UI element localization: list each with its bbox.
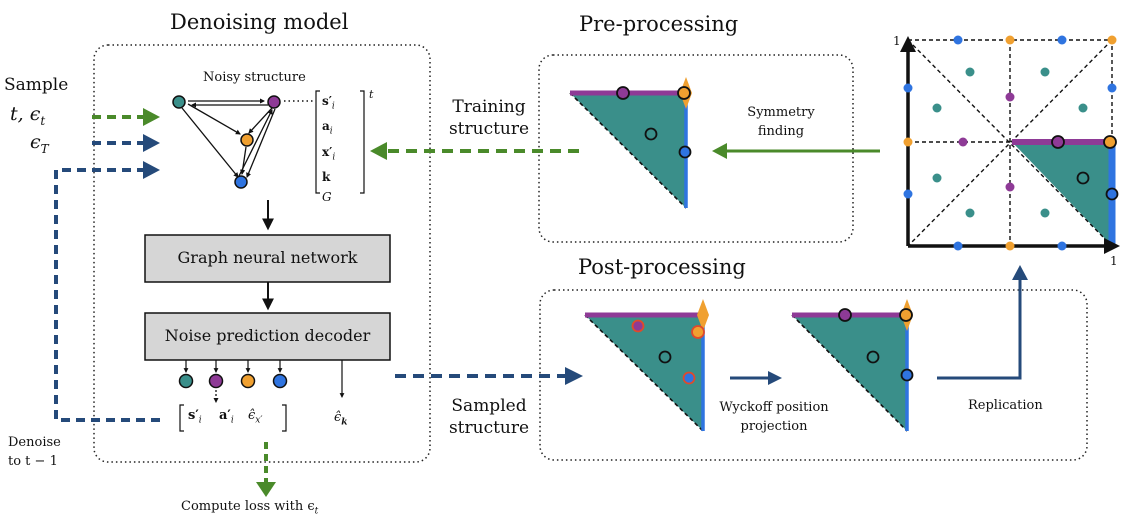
denoise-label: Denoise to t − 1 — [8, 435, 61, 469]
denoise-loop-arrow — [54, 168, 160, 422]
feature-G: G — [322, 190, 332, 205]
output-epsk-sub: k — [341, 417, 348, 428]
feature-x-sub: i — [332, 152, 336, 163]
output-a-label: a′i — [219, 408, 234, 426]
t-eps-arrowhead — [143, 108, 160, 126]
compute-loss-label: Compute loss with ϵt — [181, 499, 318, 517]
feature-vector: s′i ai x′i k G — [322, 91, 335, 207]
eps-T-text: ϵ — [30, 131, 41, 153]
eps-T-arrowhead — [143, 134, 160, 152]
axis-x-right-label: 1 — [1110, 254, 1118, 268]
output-a-sym: a′ — [219, 408, 231, 423]
compute-loss-sub: t — [314, 506, 319, 517]
noisy-structure-label: Noisy structure — [203, 70, 306, 85]
feature-s-sym: s′ — [322, 94, 332, 108]
out-node-orange — [240, 373, 256, 389]
feature-bracket-left — [315, 90, 320, 194]
preprocessing-title: Pre-processing — [579, 12, 739, 36]
output-s-label: s′i — [188, 408, 202, 426]
output-epsk-sym: ϵ̂ — [334, 410, 342, 425]
node-orange — [240, 133, 254, 147]
output-epsx-label: ϵ̂x′ — [248, 408, 262, 426]
feature-superscript-t: t — [369, 88, 374, 101]
axis-y-top-label: 1 — [893, 34, 901, 48]
feature-x: x′i — [322, 142, 335, 167]
unit-cell — [900, 35, 1120, 254]
feature-s: s′i — [322, 91, 335, 116]
pre-triangle — [569, 77, 692, 209]
denoise-loop-arrowhead — [143, 161, 160, 179]
eps-T-sub: T — [40, 141, 49, 156]
t-eps-t-label: t, ϵt — [10, 103, 45, 128]
decoder-block — [144, 312, 391, 361]
output-s-sym: s′ — [188, 408, 199, 423]
replication-arrow — [937, 278, 1022, 380]
noisy-graph — [181, 98, 276, 178]
feature-a-sym: a — [322, 119, 330, 134]
feature-bracket-right — [360, 90, 365, 194]
output-s-sub: i — [198, 415, 202, 426]
training-structure-label: Training structure — [448, 97, 530, 139]
output-a-sub: i — [230, 415, 234, 426]
postprocessing-box — [539, 289, 1088, 461]
node-blue — [234, 175, 248, 189]
replication-label: Replication — [968, 398, 1043, 413]
out-node-blue — [272, 373, 288, 389]
out-bracket-right — [282, 404, 287, 432]
denoising-model-box — [93, 44, 431, 463]
node-purple — [267, 95, 281, 109]
loss-arrowhead — [256, 482, 276, 497]
t-eps-text: t, ϵ — [10, 103, 41, 125]
feature-k-sym: k — [322, 170, 331, 185]
output-epsx-sym: ϵ̂ — [248, 408, 256, 423]
compute-loss-text: Compute loss with ϵ — [181, 499, 315, 514]
out-bracket-left — [179, 404, 184, 432]
output-epsk-label: ϵ̂k — [334, 410, 348, 428]
gnn-label: Graph neural network — [177, 248, 358, 267]
gnn-block — [144, 234, 391, 283]
feature-x-sym: x′ — [322, 144, 333, 159]
symmetry-finding-label: Symmetry finding — [747, 105, 815, 139]
out-node-purple — [208, 373, 224, 389]
out-node-teal — [178, 373, 194, 389]
eps-T-label: ϵT — [30, 131, 49, 156]
decoder-label: Noise prediction decoder — [164, 326, 371, 345]
cell-dots — [903, 35, 1117, 251]
post-triangle-projected — [791, 299, 914, 432]
post-triangle-sampled — [584, 299, 709, 432]
feature-s-sub: i — [331, 101, 335, 112]
sampled-structure-label: Sampled structure — [448, 396, 530, 438]
denoising-model-title: Denoising model — [170, 10, 349, 34]
feature-a: ai — [322, 116, 335, 141]
node-teal — [172, 95, 186, 109]
output-epsx-sub: x′ — [255, 415, 263, 426]
postprocessing-title: Post-processing — [578, 255, 746, 279]
t-eps-sub: t — [40, 113, 46, 128]
preprocessing-box — [538, 54, 854, 243]
feature-a-sub: i — [329, 126, 333, 137]
wyckoff-label: Wyckoff position projection — [719, 400, 829, 434]
sample-label: Sample — [4, 75, 69, 95]
feature-k: k — [322, 167, 335, 187]
